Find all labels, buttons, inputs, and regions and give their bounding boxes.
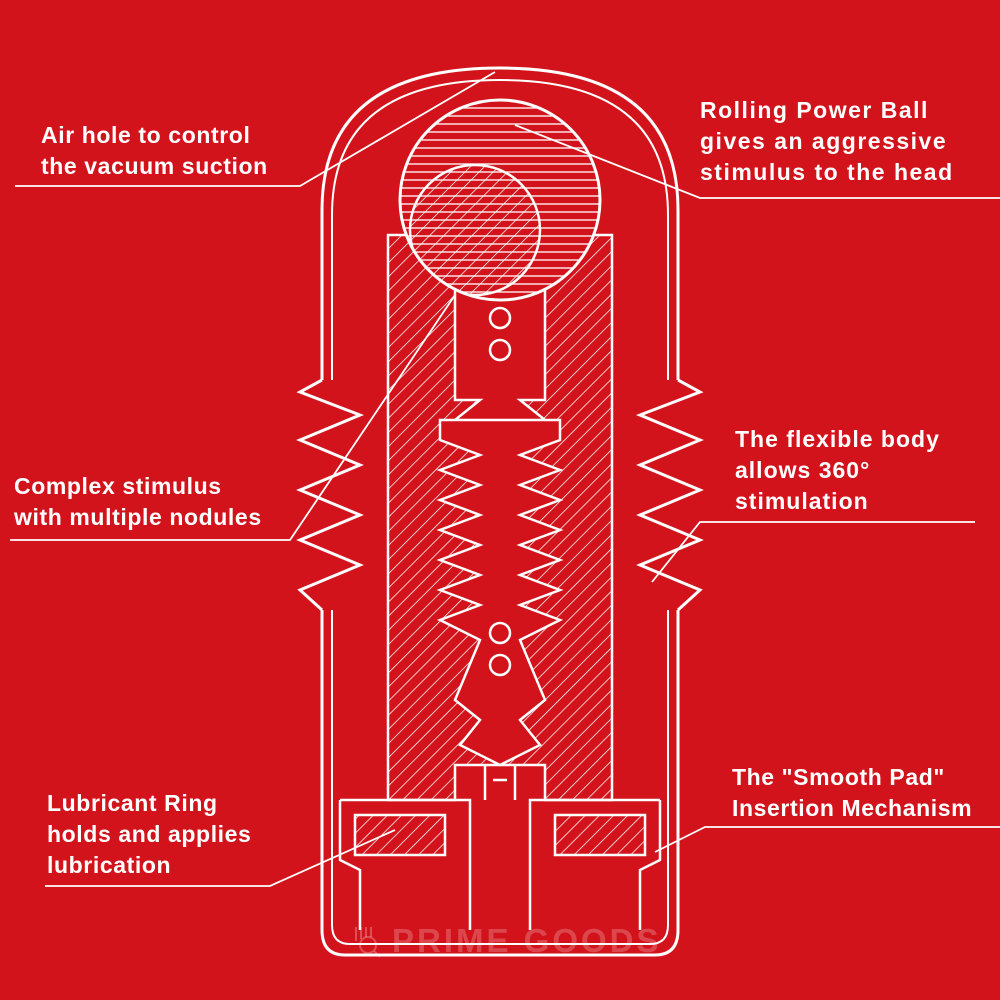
label-nodules: Complex stimulus with multiple nodules	[14, 473, 262, 530]
lubricant-ring-right	[553, 813, 647, 857]
label-air-hole: Air hole to control the vacuum suction	[41, 122, 268, 179]
leader-lines	[10, 71, 1000, 887]
watermark-magnifier-icon	[355, 927, 381, 958]
watermark: PRIME GOODS	[392, 922, 662, 959]
label-smooth-pad: The "Smooth Pad" Insertion Mechanism	[732, 764, 973, 821]
lubricant-ring-left	[353, 813, 447, 857]
outer-shell	[320, 66, 680, 957]
inner-canal	[436, 253, 564, 767]
bellows-left	[296, 378, 365, 612]
label-power-ball: Rolling Power Ball gives an aggressive s…	[700, 97, 954, 185]
label-flexible-body: The flexible body allows 360° stimulatio…	[735, 426, 940, 514]
bellows-right	[635, 378, 704, 612]
label-lubricant-ring: Lubricant Ring holds and applies lubrica…	[47, 790, 252, 878]
